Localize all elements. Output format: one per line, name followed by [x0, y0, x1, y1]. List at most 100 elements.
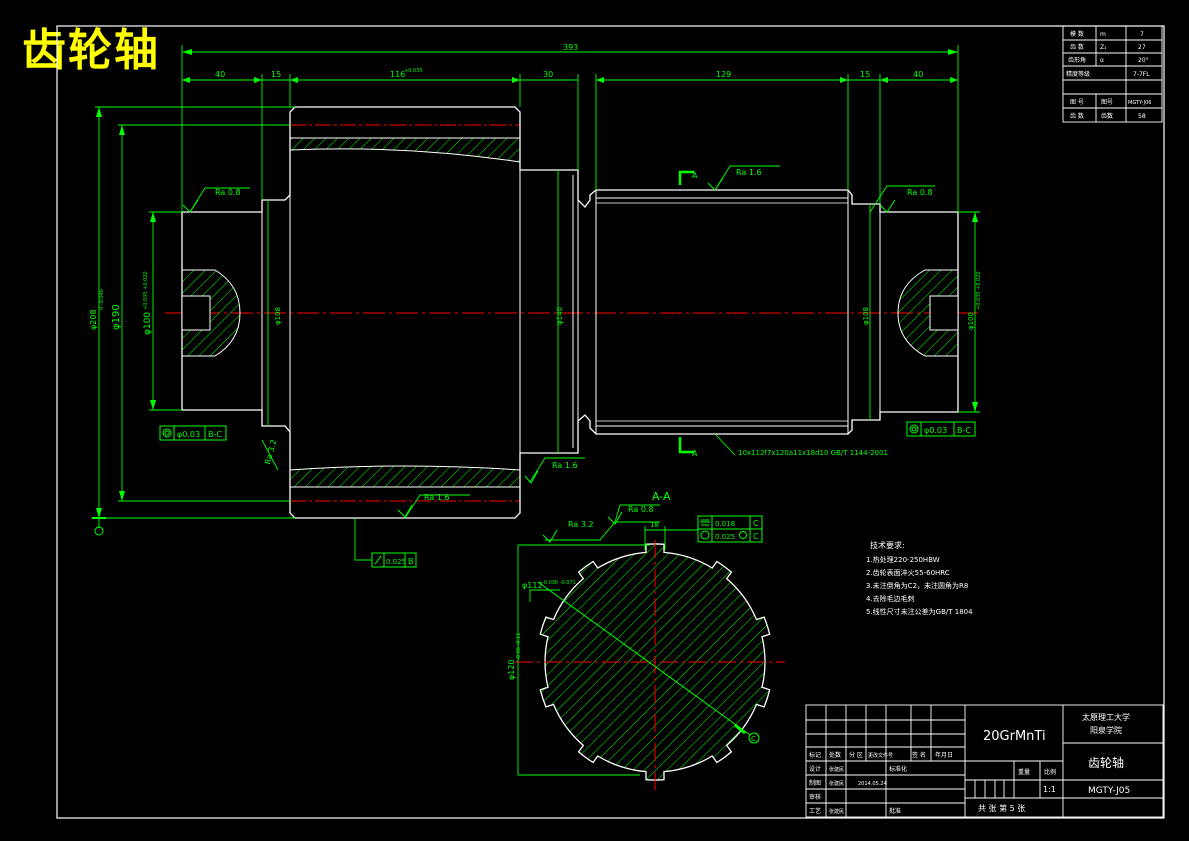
title-block — [805, 704, 1164, 818]
dim-phi190: φ190 — [111, 304, 122, 330]
svg-text:工艺: 工艺 — [809, 807, 821, 815]
dim-phi112: φ112 — [522, 581, 543, 590]
datum-c-symbol — [748, 732, 760, 744]
tol-bottom-value: 0.025 — [386, 558, 406, 566]
svg-text:图 号: 图 号 — [1070, 99, 1084, 106]
svg-text:张建民: 张建民 — [829, 766, 844, 773]
tol-right-value: φ0.03 — [924, 426, 947, 435]
svg-text:年月日: 年月日 — [935, 751, 953, 759]
dimension-texts: 393 40 15 116 +0.035 30 129 15 40 φ208 0… — [89, 43, 982, 335]
svg-text:齿 数: 齿 数 — [1070, 43, 1084, 51]
dimension-lines — [95, 45, 980, 561]
svg-text:制图: 制图 — [809, 779, 821, 787]
tech-requirements: 技术要求: 1.热处理220-250HBW 2.齿轮表面淬火55-60HRC 3… — [866, 540, 973, 616]
dim-phi100-right-tol: +0.035 +0.020 — [976, 271, 982, 310]
tol-sym-ref: C — [753, 519, 759, 528]
svg-text:齿 数: 齿 数 — [1070, 112, 1084, 120]
svg-text:审核: 审核 — [809, 793, 821, 801]
tech-item: 1.热处理220-250HBW — [866, 555, 940, 564]
tol-pos-value: 0.025 — [715, 533, 735, 541]
tolerance-frame-section — [697, 515, 763, 543]
svg-text:更改文件号: 更改文件号 — [868, 752, 893, 759]
ra-collar: Ra 1.6 — [552, 461, 578, 470]
section-mark-bottom: A — [692, 449, 698, 458]
ra-section-1: Ra 3.2 — [568, 520, 594, 529]
college-name: 阳泉学院 — [1090, 725, 1122, 735]
dim-40-right: 40 — [913, 70, 923, 79]
tolerance-frame-right — [906, 421, 976, 437]
ra-left: Ra 0.8 — [215, 188, 241, 197]
svg-text:20°: 20° — [1138, 57, 1149, 64]
dim-phi120: φ120 — [507, 659, 516, 680]
dim-phi100-left-tol: +0.035 +0.020 — [143, 271, 149, 310]
drawing-number: MGTY-J05 — [1088, 786, 1130, 796]
tech-heading: 技术要求: — [870, 540, 905, 550]
svg-text:7: 7 — [1140, 31, 1144, 38]
title-block-texts: 20GrMnTi 太原理工大学 阳泉学院 齿轮轴 MGTY-J05 重量 比例 … — [809, 712, 1130, 815]
dim-phi108-left: φ108 — [274, 307, 282, 325]
dim-phi112-tol: -0.036 -0.071 — [542, 580, 576, 586]
section-title: A-A — [652, 490, 671, 503]
drawing-frame — [56, 25, 1165, 819]
svg-text:处数: 处数 — [829, 751, 841, 759]
ra-gear-bottom: Ra 1.6 — [424, 493, 450, 502]
tech-item: 2.齿轮表面淬火55-60HRC — [866, 568, 950, 577]
svg-text:标准化: 标准化 — [889, 765, 907, 773]
tol-left-value: φ0.03 — [177, 430, 200, 439]
dim-116-tol: +0.035 — [404, 68, 423, 74]
dim-40-left: 40 — [215, 70, 225, 79]
dimension-arrows — [96, 49, 978, 518]
section-mark-top: A — [692, 171, 698, 180]
dim-15-left: 15 — [271, 70, 281, 79]
dim-overall: 393 — [563, 43, 578, 52]
tol-right-ref: B-C — [957, 426, 971, 435]
svg-text:m: m — [1100, 31, 1106, 38]
svg-text:2014.05.24: 2014.05.24 — [858, 781, 887, 787]
tol-pos-ref: C — [753, 532, 759, 541]
svg-text:27: 27 — [1138, 44, 1146, 51]
param-table-texts: 模 数 m 7 齿 数 Z₁ 27 齿形角 α 20° 精度等级 7-7FL 图… — [1066, 30, 1151, 120]
svg-text:模 数: 模 数 — [1070, 30, 1084, 38]
dim-phi120-tol: -0.06 -0.11 — [516, 633, 522, 660]
svg-text:齿形角: 齿形角 — [1068, 56, 1086, 64]
dim-phi100-right: φ100 — [967, 312, 975, 330]
dim-129: 129 — [716, 70, 731, 79]
svg-text:张建民: 张建民 — [829, 780, 844, 787]
dim-15-right: 15 — [860, 70, 870, 79]
tol-bottom-ref: B — [408, 557, 414, 566]
tol-left-ref: B-C — [208, 430, 222, 439]
dim-18: 18 — [650, 521, 659, 529]
scale-label: 比例 — [1044, 768, 1056, 776]
datum-c-label: C — [751, 735, 756, 743]
svg-text:张建民: 张建民 — [829, 808, 844, 815]
center-hole-right-bore — [929, 295, 959, 331]
param-table — [1062, 25, 1163, 123]
sheet-info: 共 张 第 5 张 — [978, 803, 1025, 813]
tech-item: 5.线性尺寸未注公差为GB/T 1804 — [866, 607, 973, 616]
svg-text:设计: 设计 — [809, 765, 821, 773]
main-view — [165, 106, 978, 519]
dim-phi100-left: φ100 — [143, 312, 153, 335]
gear-teeth-bottom-hatch — [289, 465, 521, 488]
ra-right: Ra 0.8 — [907, 188, 933, 197]
svg-text:签 名: 签 名 — [912, 751, 926, 759]
svg-text:7-7FL: 7-7FL — [1133, 71, 1150, 78]
dim-phi108-right: φ108 — [862, 307, 870, 325]
dim-30: 30 — [543, 70, 553, 79]
drawing-title: 齿轮轴 — [22, 25, 160, 76]
center-hole-left-bore — [181, 295, 211, 331]
svg-text:齿数: 齿数 — [1101, 112, 1113, 120]
tolerance-frame-bottom — [371, 552, 417, 568]
ra-spline: Ra 1.6 — [736, 168, 762, 177]
svg-text:MGTY-J06: MGTY-J06 — [1128, 100, 1151, 106]
dim-phi140: φ140 — [556, 307, 564, 325]
ra-section-2: Ra 0.8 — [628, 505, 654, 514]
dim-phi208: φ208 — [89, 309, 98, 330]
tol-sym-value: 0.018 — [715, 520, 735, 528]
svg-text:Z₁: Z₁ — [1100, 44, 1107, 51]
ra-vertical: Ra 3.2 — [263, 438, 278, 465]
datum-b-symbol — [92, 517, 106, 536]
svg-text:图号: 图号 — [1101, 99, 1113, 106]
section-diagonal-dim — [537, 581, 751, 736]
material: 20GrMnTi — [983, 729, 1046, 744]
